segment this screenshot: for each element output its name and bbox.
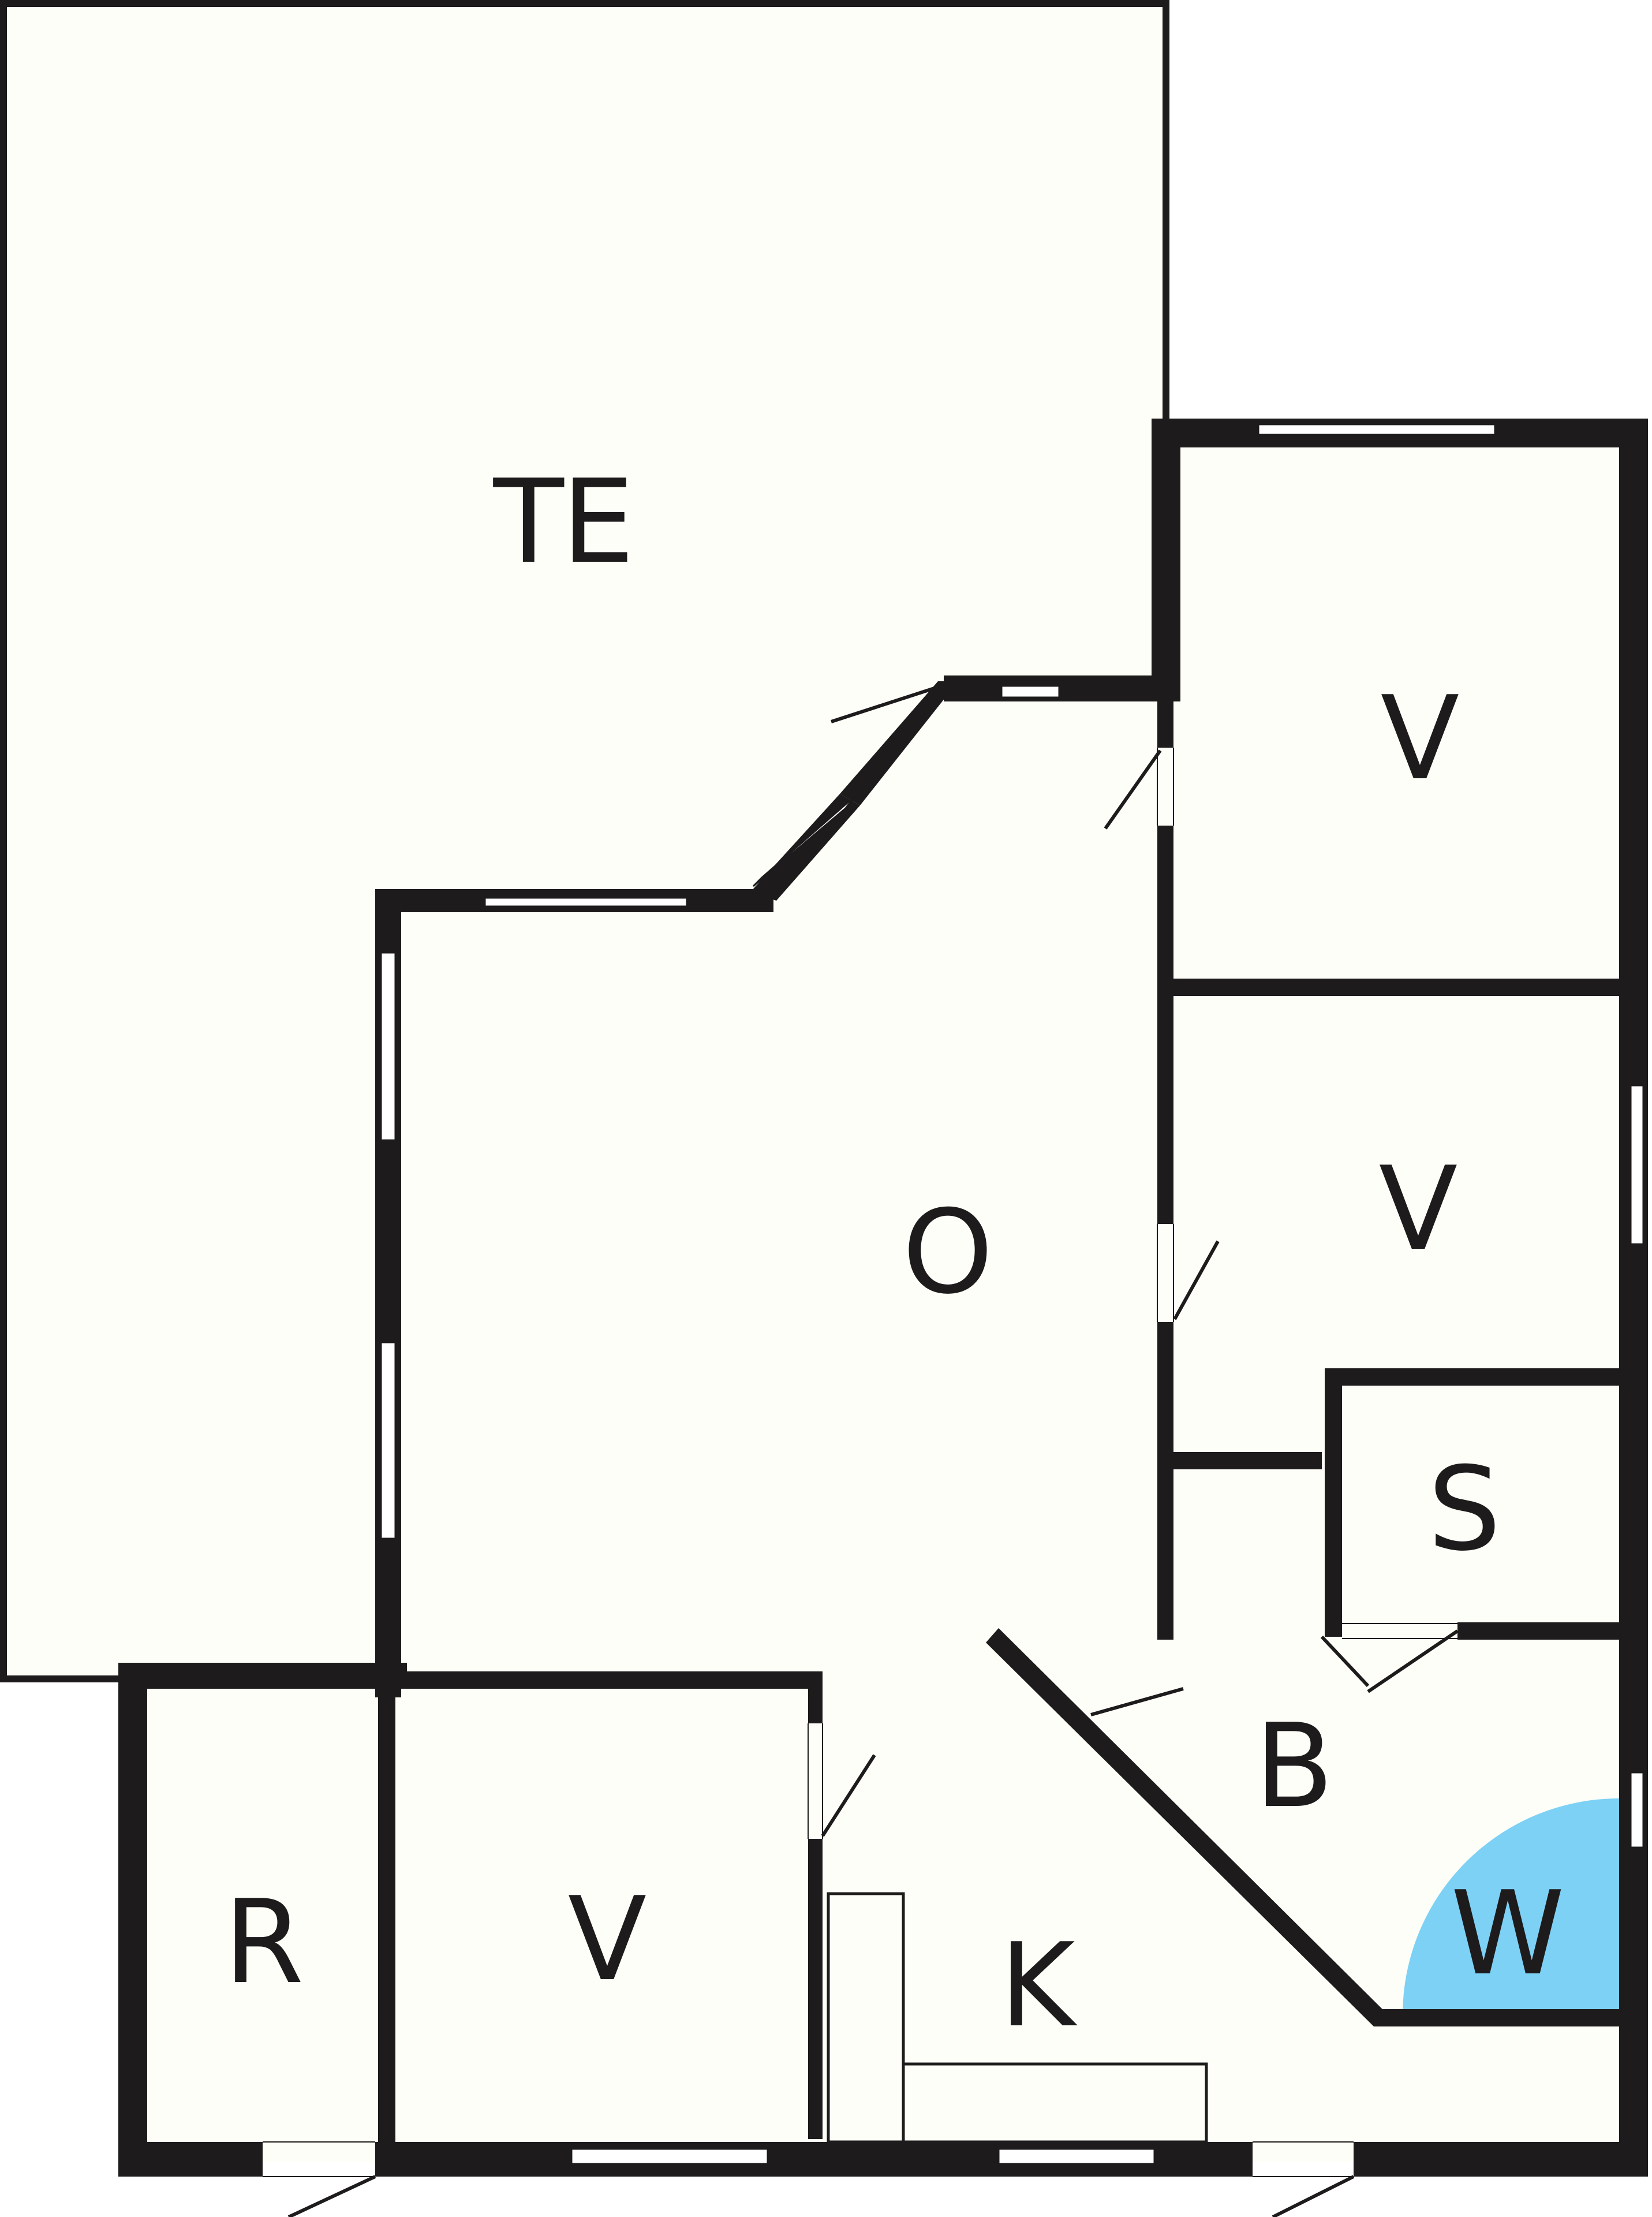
door-openings — [263, 748, 1457, 2177]
room-label-living-room: O — [902, 1185, 993, 1320]
kitchen-counters — [827, 1892, 1208, 2144]
room-label-utility: R — [223, 1875, 304, 2010]
windows — [380, 423, 1644, 2165]
room-label-bedroom-3: V — [567, 1872, 647, 2007]
room-label-storage: S — [1427, 1442, 1501, 1577]
walls — [118, 419, 1648, 2177]
room-label-bedroom-2: V — [1378, 1142, 1458, 1277]
room-label-kitchen: K — [999, 1919, 1075, 2053]
room-label-terrace: TE — [493, 455, 635, 589]
room-label-wc: W — [1451, 1867, 1565, 2001]
room-label-bathroom: B — [1254, 1699, 1333, 1834]
door-swings — [287, 685, 1459, 2217]
wc-highlight — [1403, 1798, 1619, 2015]
house-floor — [121, 430, 1636, 2162]
room-label-bedroom-1: V — [1380, 671, 1460, 806]
